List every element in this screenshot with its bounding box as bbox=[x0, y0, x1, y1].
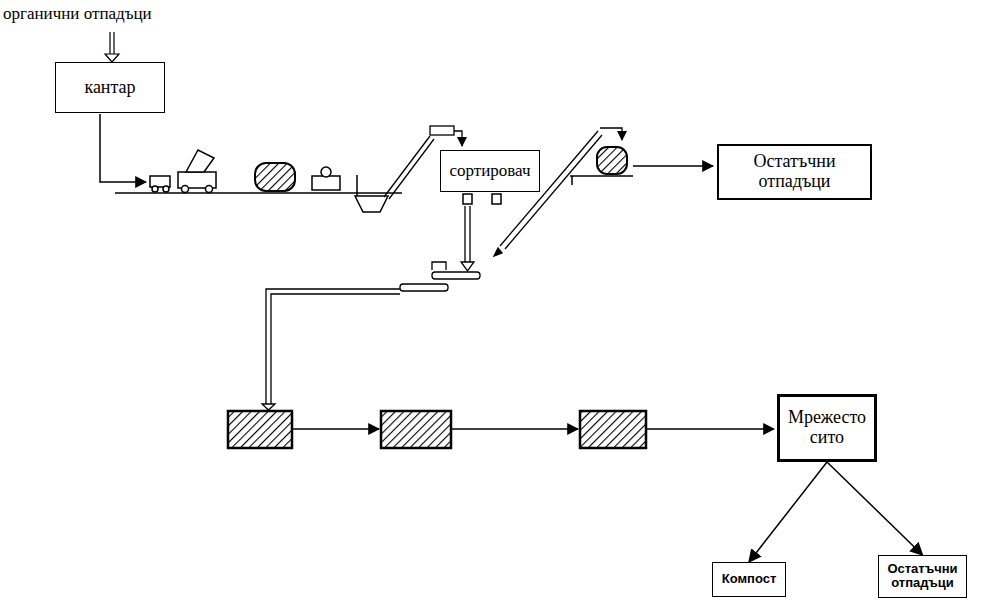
input-label: органични отпадъци bbox=[3, 4, 152, 24]
pile-arrows-part bbox=[647, 428, 774, 430]
small-conveyors-part bbox=[432, 272, 480, 279]
flow-arrow bbox=[749, 462, 827, 562]
reject-drum-part bbox=[570, 176, 633, 185]
inclined-conveyor-part bbox=[430, 126, 454, 135]
node-text: Мрежесто сито bbox=[786, 408, 868, 448]
down-chute-part bbox=[461, 262, 474, 271]
reject-drum-part bbox=[633, 165, 713, 167]
down-chute bbox=[461, 206, 474, 271]
mixer-icon-part bbox=[312, 176, 340, 190]
transfer-line-part bbox=[271, 294, 400, 404]
small-conveyors-part bbox=[432, 262, 446, 270]
sorter-outlets-part bbox=[463, 194, 472, 204]
feed-line-part bbox=[115, 192, 402, 194]
input-arrow-part bbox=[109, 32, 110, 54]
pile-arrows-part bbox=[293, 428, 379, 430]
return-conveyor-part bbox=[600, 128, 622, 140]
loader-icon-part bbox=[152, 186, 158, 192]
inclined-conveyor-part bbox=[389, 139, 434, 199]
node-text: Остатъчни отпадъци bbox=[725, 152, 864, 192]
return-conveyor-part bbox=[494, 248, 502, 256]
inclined-conveyor-part bbox=[384, 136, 430, 197]
pile-arrows-part bbox=[452, 428, 578, 430]
composting-pile bbox=[228, 411, 646, 448]
flow-arrow bbox=[827, 462, 923, 555]
output-box: Компост bbox=[712, 562, 786, 597]
truck-icon-part bbox=[206, 186, 213, 193]
shredder-drum-part bbox=[255, 163, 295, 191]
sorter-box: сортировач bbox=[440, 150, 540, 192]
loader-icon-part bbox=[163, 186, 169, 192]
input-arrow-part bbox=[113, 32, 114, 54]
input-arrow bbox=[105, 32, 119, 62]
input-arrow-part bbox=[105, 54, 119, 62]
mixer-icon-part bbox=[321, 167, 331, 177]
transfer-line bbox=[262, 289, 400, 410]
composting-pile-part bbox=[228, 411, 292, 448]
small-conveyors-part bbox=[400, 284, 448, 291]
scale-box: кантар bbox=[55, 62, 165, 113]
loader-icon bbox=[150, 176, 170, 192]
truck-icon-part bbox=[186, 150, 214, 172]
inclined-conveyor-part bbox=[454, 131, 462, 146]
loader-icon-part bbox=[150, 176, 170, 187]
composting-pile-part bbox=[580, 411, 646, 448]
hopper-icon-part bbox=[355, 196, 388, 212]
sorter-outlets-part bbox=[492, 194, 501, 204]
down-chute-part bbox=[464, 206, 465, 262]
shredder-drum bbox=[255, 163, 295, 191]
screen-box: Мрежесто сито bbox=[777, 394, 877, 462]
transfer-line-part bbox=[262, 404, 275, 410]
reject-drum-part bbox=[597, 147, 627, 174]
hopper-icon bbox=[355, 175, 388, 212]
truck-icon bbox=[178, 150, 216, 193]
reject-drum bbox=[570, 147, 713, 185]
hopper-icon-part bbox=[356, 175, 358, 196]
transfer-line-part bbox=[266, 289, 400, 404]
sorter-outlets bbox=[463, 194, 501, 204]
feed-line-part bbox=[100, 114, 146, 182]
node-text: Остатъчни отпадъци bbox=[885, 562, 960, 591]
small-conveyors bbox=[400, 262, 480, 291]
mixer-icon bbox=[312, 167, 340, 190]
output-box: Остатъчни отпадъци bbox=[878, 555, 967, 598]
node-text: Компост bbox=[722, 572, 777, 586]
node-text: кантар bbox=[84, 78, 135, 98]
composting-pile-part bbox=[381, 411, 451, 448]
output-box: Остатъчни отпадъци bbox=[717, 144, 872, 200]
truck-icon-part bbox=[182, 186, 189, 193]
pile-arrows bbox=[293, 428, 774, 430]
node-text: сортировач bbox=[449, 162, 530, 181]
down-chute-part bbox=[469, 206, 470, 262]
